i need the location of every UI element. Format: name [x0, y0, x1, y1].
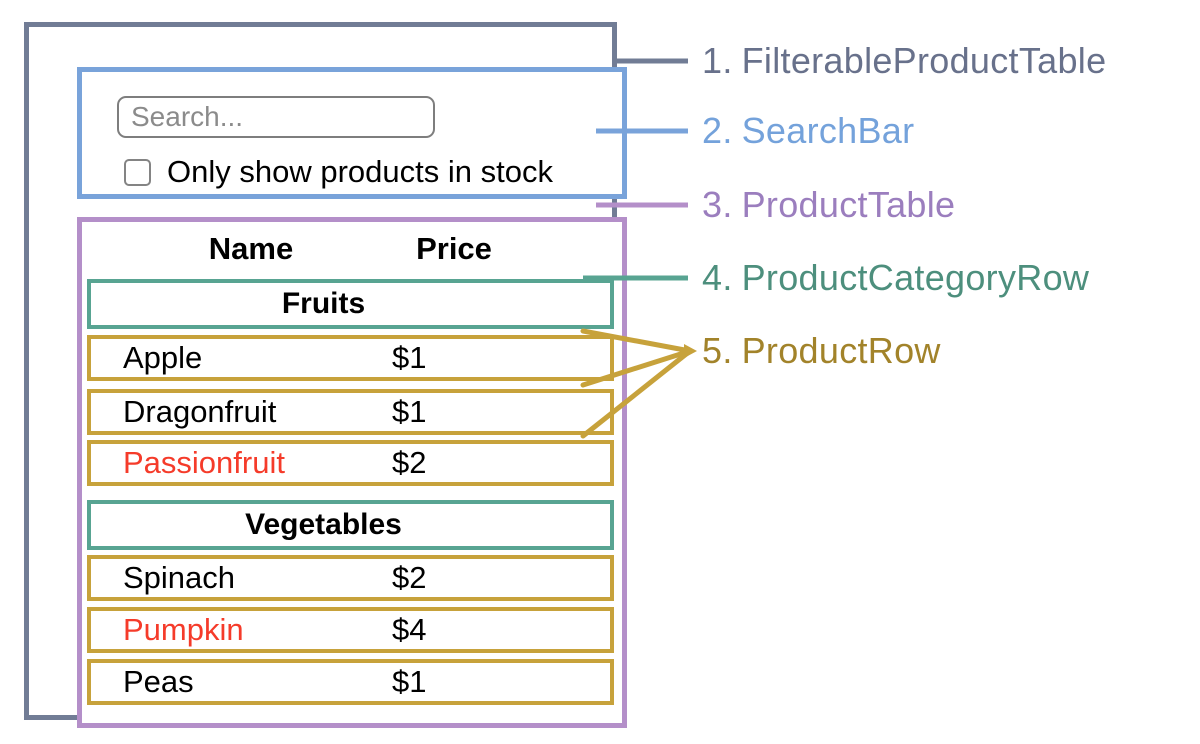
product-row-peas: Peas $1	[87, 659, 614, 705]
legend-label: ProductCategoryRow	[741, 257, 1090, 298]
category-label: Vegetables	[245, 508, 402, 541]
product-name: Passionfruit	[123, 445, 285, 480]
legend-item-product-table: 3.ProductTable	[702, 183, 955, 227]
category-row-fruits: Fruits	[87, 279, 614, 329]
legend-number: 2.	[702, 110, 733, 151]
search-input[interactable]	[117, 96, 435, 138]
legend-number: 4.	[702, 257, 733, 298]
legend-label: FilterableProductTable	[741, 40, 1107, 81]
legend-label: ProductRow	[741, 330, 941, 371]
product-name: Pumpkin	[123, 612, 244, 647]
product-name: Dragonfruit	[123, 394, 277, 429]
search-bar-box: Only show products in stock	[77, 67, 627, 199]
legend-number: 3.	[702, 184, 733, 225]
legend-item-search-bar: 2.SearchBar	[702, 109, 914, 153]
column-header-price: Price	[416, 231, 492, 266]
product-table-box: Name Price Fruits Apple $1 Dragonfruit $…	[77, 217, 627, 728]
product-price: $4	[392, 612, 427, 647]
legend-item-product-category-row: 4.ProductCategoryRow	[702, 256, 1089, 300]
product-row-dragonfruit: Dragonfruit $1	[87, 389, 614, 435]
legend-label: ProductTable	[741, 184, 956, 225]
product-row-pumpkin: Pumpkin $4	[87, 607, 614, 653]
filterable-product-table-box: Only show products in stock Name Price F…	[24, 22, 627, 728]
column-header-name: Name	[208, 231, 294, 266]
product-price: $2	[392, 445, 427, 480]
product-row-apple: Apple $1	[87, 335, 614, 381]
connector-arrow-tip	[684, 344, 697, 358]
product-row-passionfruit: Passionfruit $2	[87, 440, 614, 486]
legend-number: 1.	[702, 40, 733, 81]
product-row-spinach: Spinach $2	[87, 555, 614, 601]
legend-item-product-row: 5.ProductRow	[702, 329, 941, 373]
product-price: $1	[392, 394, 427, 429]
product-name: Peas	[123, 664, 194, 699]
legend-label: SearchBar	[741, 110, 915, 151]
category-label: Fruits	[281, 287, 366, 320]
legend-number: 5.	[702, 330, 733, 371]
category-row-vegetables: Vegetables	[87, 500, 614, 550]
product-price: $1	[392, 340, 427, 375]
in-stock-checkbox-label: Only show products in stock	[167, 154, 553, 189]
product-name: Spinach	[123, 560, 236, 595]
legend-item-filterable-product-table: 1.FilterableProductTable	[702, 39, 1106, 83]
product-price: $2	[392, 560, 427, 595]
in-stock-checkbox[interactable]	[124, 159, 151, 186]
product-name: Apple	[123, 340, 203, 375]
product-price: $1	[392, 664, 427, 699]
